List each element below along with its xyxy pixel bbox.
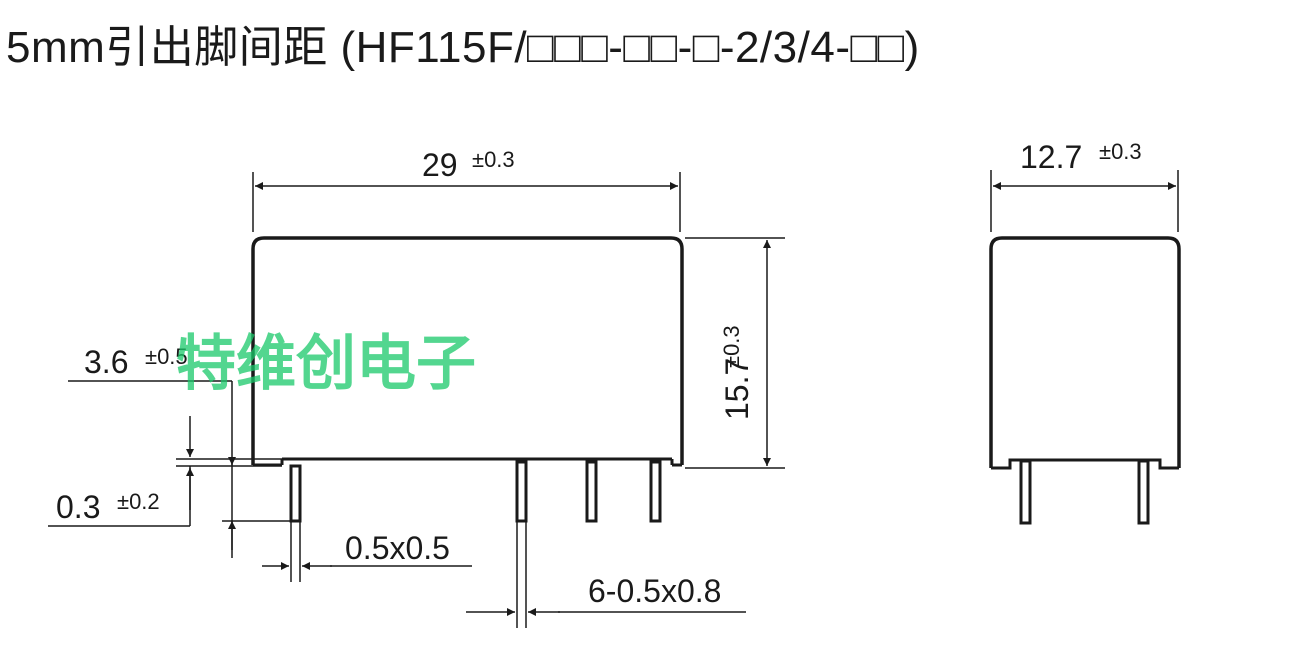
front-view xyxy=(251,236,684,523)
pin-4 xyxy=(649,460,662,523)
side-pins xyxy=(1019,459,1150,525)
front-body-outline xyxy=(251,236,684,465)
page-title: 5mm引出脚间距 (HF115F/□□□-□□-□-2/3/4-□□) xyxy=(6,23,920,72)
dim-height xyxy=(685,237,785,469)
dim-pin-section xyxy=(262,522,472,582)
side-body-outline xyxy=(989,236,1181,468)
dim-standoff-tolerance: ±0.2 xyxy=(117,489,160,514)
dim-height-tolerance: ±0.3 xyxy=(719,325,744,368)
front-body-base xyxy=(253,457,682,467)
dim-pin-section-value: 0.5x0.5 xyxy=(345,530,450,566)
side-view xyxy=(989,236,1181,525)
pin-2 xyxy=(515,460,528,523)
dim-width-tolerance: ±0.3 xyxy=(1099,139,1142,164)
dim-height-value: 15.7 xyxy=(719,358,755,420)
dim-length-tolerance: ±0.3 xyxy=(472,147,515,172)
pin-1 xyxy=(289,464,302,523)
dim-length xyxy=(252,172,681,232)
pin-3 xyxy=(585,460,598,523)
dim-pin-length-tolerance: ±0.5 xyxy=(145,344,188,369)
side-pin-1 xyxy=(1019,459,1032,525)
side-pin-2 xyxy=(1137,459,1150,525)
dim-pin-section-multi-value: 6-0.5x0.8 xyxy=(588,573,721,609)
dim-standoff xyxy=(48,416,282,527)
dim-pin-length xyxy=(68,380,290,558)
side-body-base xyxy=(991,458,1179,470)
dim-pin-length-value: 3.6 xyxy=(84,344,128,380)
dim-width xyxy=(990,170,1179,232)
dim-pin-section-multi xyxy=(466,522,746,628)
dim-width-value: 12.7 xyxy=(1020,139,1082,175)
front-pins xyxy=(289,460,662,523)
watermark-text: 特维创电子 xyxy=(176,329,476,399)
dim-length-value: 29 xyxy=(422,147,458,183)
dim-standoff-value: 0.3 xyxy=(56,489,100,525)
